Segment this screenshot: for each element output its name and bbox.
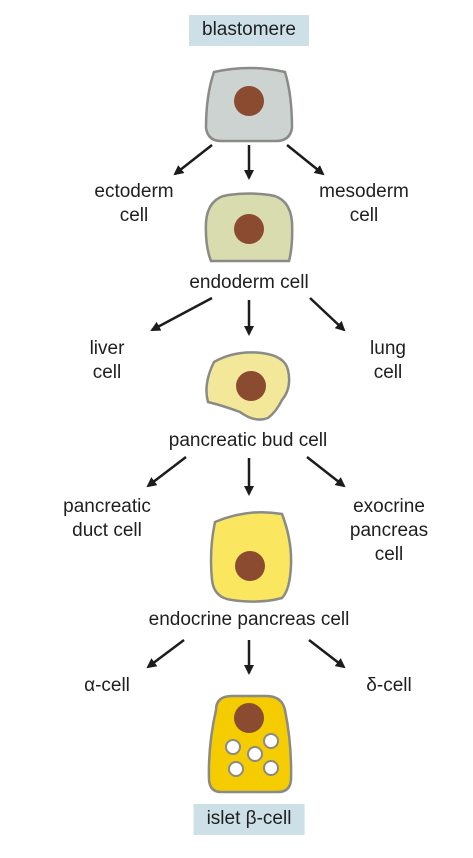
granule [225,739,241,755]
arrow-to-ectoderm [173,144,213,176]
mesoderm-cell-label: mesoderm cell [319,181,409,226]
lung-cell-label: lung cell [370,338,406,383]
nucleus [235,551,265,581]
pancreatic-bud-cell [205,351,291,421]
arrow-to-pancreatic-duct [146,456,187,488]
arrow-to-exocrine-pancreas [306,456,346,488]
pancreatic-duct-cell-label: pancreatic duct cell [63,496,151,541]
arrow-to-delta-cell [308,639,346,669]
blastomere-title: blastomere [189,15,309,46]
granule [247,746,263,762]
granule [228,761,244,777]
nucleus [236,371,266,401]
endoderm-cell [204,192,294,263]
alpha-cell-label: α-cell [84,675,130,696]
ectoderm-cell-label: ectoderm cell [94,181,174,226]
endoderm-cell-label: endoderm cell [189,272,309,293]
granule [263,760,279,776]
pancreatic-bud-cell-label: pancreatic bud cell [168,430,328,451]
arrow-to-alpha-cell [146,639,185,669]
blastomere-cell [204,66,294,143]
delta-cell-label: δ-cell [366,675,412,696]
nucleus [234,214,264,244]
islet-beta-cell-label: islet β-cell [193,804,305,835]
arrow-to-liver [150,296,213,332]
nucleus [234,86,264,116]
endocrine-pancreas-cell [209,510,293,603]
endocrine-pancreas-cell-label: endocrine pancreas cell [148,609,350,630]
arrow-to-lung [309,297,346,332]
granule [263,733,279,749]
islet-beta-cell [207,694,293,794]
exocrine-pancreas-cell-label: exocrine pancreas cell [349,496,429,565]
liver-cell-label: liver cell [89,338,125,383]
arrow-to-mesoderm [286,144,325,176]
nucleus [234,703,264,733]
